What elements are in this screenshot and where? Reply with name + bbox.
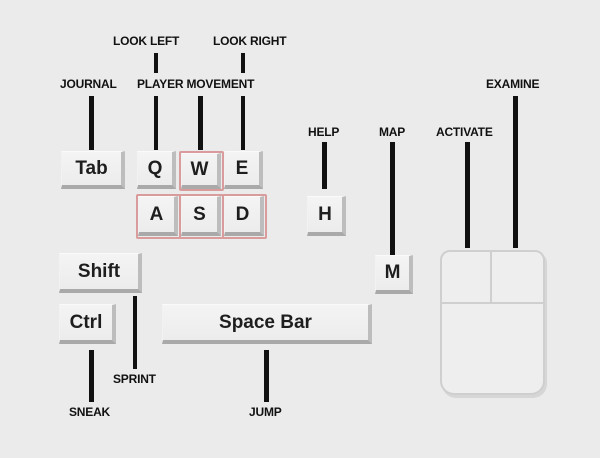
ctrl-key[interactable]: Ctrl (59, 304, 116, 344)
leader-sprint (133, 296, 137, 369)
leader-journal (89, 96, 94, 150)
label-map: MAP (379, 125, 406, 139)
label-look-right: LOOK RIGHT (213, 34, 287, 48)
mouse-right-button[interactable] (492, 252, 543, 304)
leader-map (390, 142, 395, 259)
leader-look-right (241, 53, 245, 73)
highlight-w (179, 151, 224, 191)
leader-help (322, 142, 327, 189)
label-player-movement: PLAYER MOVEMENT (137, 77, 255, 91)
d-key[interactable]: D (224, 196, 264, 236)
leader-examine (513, 96, 518, 248)
s-key[interactable]: S (181, 196, 221, 236)
label-look-left: LOOK LEFT (113, 34, 180, 48)
label-help: HELP (308, 125, 340, 139)
q-key[interactable]: Q (137, 151, 176, 189)
m-key[interactable]: M (375, 255, 413, 294)
highlight-d (222, 194, 267, 239)
a-key[interactable]: A (138, 196, 178, 236)
leader-activate (465, 142, 470, 248)
w-key[interactable]: W (181, 153, 221, 189)
mouse-left-button[interactable] (442, 252, 492, 304)
h-key[interactable]: H (307, 196, 346, 236)
leader-sneak (89, 350, 94, 402)
computer-mouse-icon (440, 250, 545, 395)
label-sprint: SPRINT (113, 372, 156, 386)
e-key[interactable]: E (224, 151, 263, 189)
leader-q (154, 96, 158, 150)
label-sneak: SNEAK (69, 405, 111, 419)
leader-w (198, 96, 203, 150)
label-journal: JOURNAL (60, 77, 117, 91)
label-activate: ACTIVATE (436, 125, 493, 139)
leader-e (241, 96, 245, 150)
space-bar-key[interactable]: Space Bar (162, 304, 372, 344)
leader-jump (264, 350, 269, 402)
label-examine: EXAMINE (486, 77, 540, 91)
tab-key[interactable]: Tab (61, 151, 125, 189)
label-jump: JUMP (249, 405, 282, 419)
leader-look-left (154, 53, 158, 73)
shift-key[interactable]: Shift (59, 253, 142, 293)
